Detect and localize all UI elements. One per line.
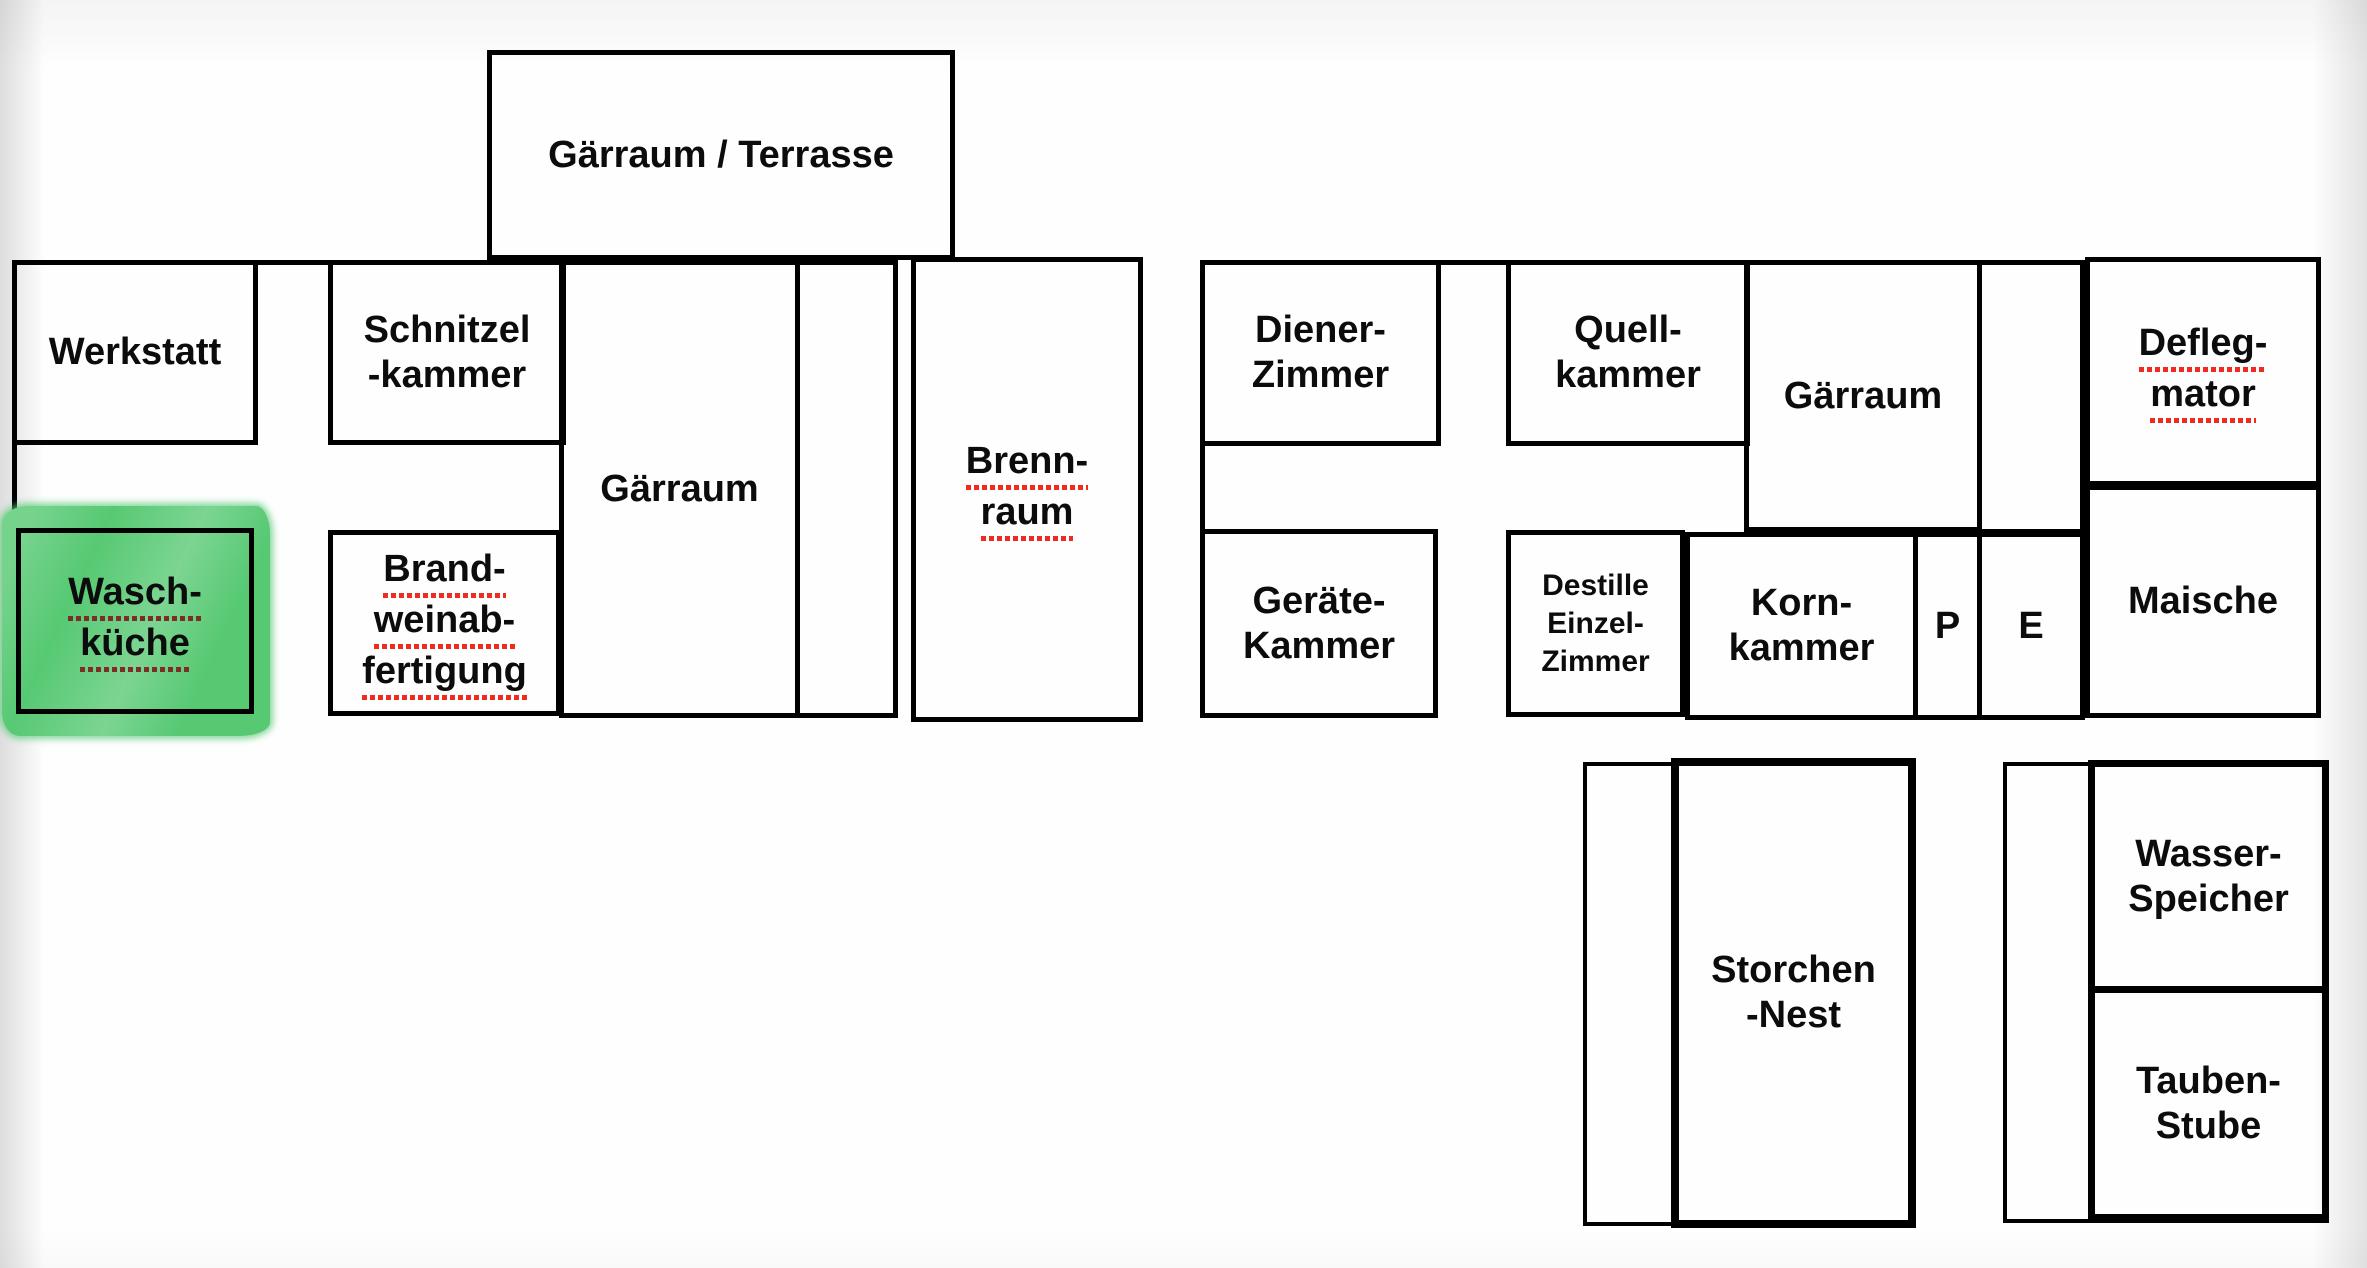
room-label-tauben-stube: Tauben- Stube	[2136, 1059, 2281, 1147]
room-label-brandweinabfertigung: Brand- weinab- fertigung	[362, 546, 527, 700]
room-destille-einzel-zimmer: Destille Einzel- Zimmer	[1506, 530, 1685, 717]
room-label-p: P	[1934, 604, 1961, 647]
room-label-waschkueche-line2: küche	[80, 621, 190, 672]
room-label-gaerraum-terrasse: Gärraum / Terrasse	[548, 133, 894, 176]
room-label-brandweinabfertigung-line1: Brand-	[383, 546, 506, 598]
room-label-waschkueche: Wasch- küche	[68, 570, 202, 672]
room-label-storchen-nest: Storchen -Nest	[1711, 949, 1876, 1036]
room-label-deflegmator-line1: Defleg-	[2138, 320, 2268, 372]
room-quellkammer: Quell- kammer	[1506, 260, 1750, 446]
room-deflegmator: Defleg- mator	[2085, 257, 2321, 490]
room-gaerraum-terrasse: Gärraum / Terrasse	[487, 50, 955, 260]
room-label-waschkueche-line1: Wasch-	[68, 570, 202, 621]
room-label-brandweinabfertigung-line3: fertigung	[362, 648, 527, 700]
room-brennraum: Brenn- raum	[911, 257, 1143, 722]
room-unlabeled-left	[795, 260, 898, 718]
room-label-diener-zimmer: Diener- Zimmer	[1251, 309, 1390, 396]
room-label-brandweinabfertigung-line2: weinab-	[373, 597, 516, 649]
room-geraete-kammer: Geräte- Kammer	[1200, 529, 1438, 718]
room-label-deflegmator: Defleg- mator	[2138, 320, 2268, 423]
room-kornkammer: Korn- kammer	[1685, 532, 1918, 720]
room-tauben-stube: Tauben- Stube	[2088, 986, 2329, 1221]
room-label-geraete-kammer: Geräte- Kammer	[1242, 579, 1396, 667]
room-storchen-nest: Storchen -Nest	[1671, 758, 1916, 1228]
room-werkstatt: Werkstatt	[12, 260, 258, 445]
room-label-schnitzelkammer: Schnitzel -kammer	[363, 308, 531, 396]
room-gaerraum-right: Gärraum	[1744, 260, 1982, 532]
room-p: P	[1913, 532, 1982, 720]
room-label-brennraum-line1: Brenn-	[965, 438, 1089, 490]
room-schnitzelkammer: Schnitzel -kammer	[328, 260, 566, 445]
room-gaerraum-left: Gärraum	[559, 260, 800, 718]
room-wasser-speicher: Wasser- Speicher	[2088, 760, 2329, 993]
room-brandweinabfertigung: Brand- weinab- fertigung	[328, 530, 561, 716]
room-label-maische: Maische	[2128, 580, 2278, 622]
room-label-wasser-speicher: Wasser- Speicher	[2128, 832, 2289, 920]
room-label-brennraum-line2: raum	[980, 489, 1074, 541]
right-building-left-wall	[1200, 260, 1205, 717]
room-unlabeled-right	[1977, 260, 2085, 534]
room-label-brennraum: Brenn- raum	[965, 438, 1089, 541]
room-label-gaerraum-right: Gärraum	[1783, 374, 1943, 417]
room-label-werkstatt: Werkstatt	[48, 331, 222, 373]
room-maische: Maische	[2085, 490, 2321, 718]
room-e: E	[1977, 532, 2085, 720]
room-label-e: E	[2018, 604, 2044, 647]
room-label-gaerraum-left: Gärraum	[600, 467, 759, 510]
room-label-deflegmator-line2: mator	[2150, 371, 2256, 423]
room-label-quellkammer: Quell- kammer	[1555, 309, 1701, 396]
room-label-destille-einzel-zimmer: Destille Einzel- Zimmer	[1541, 568, 1650, 678]
room-waschkueche: Wasch- küche	[16, 528, 254, 714]
left-building-left-wall	[12, 260, 17, 718]
room-label-kornkammer: Korn- kammer	[1728, 582, 1875, 669]
room-diener-zimmer: Diener- Zimmer	[1200, 260, 1441, 446]
